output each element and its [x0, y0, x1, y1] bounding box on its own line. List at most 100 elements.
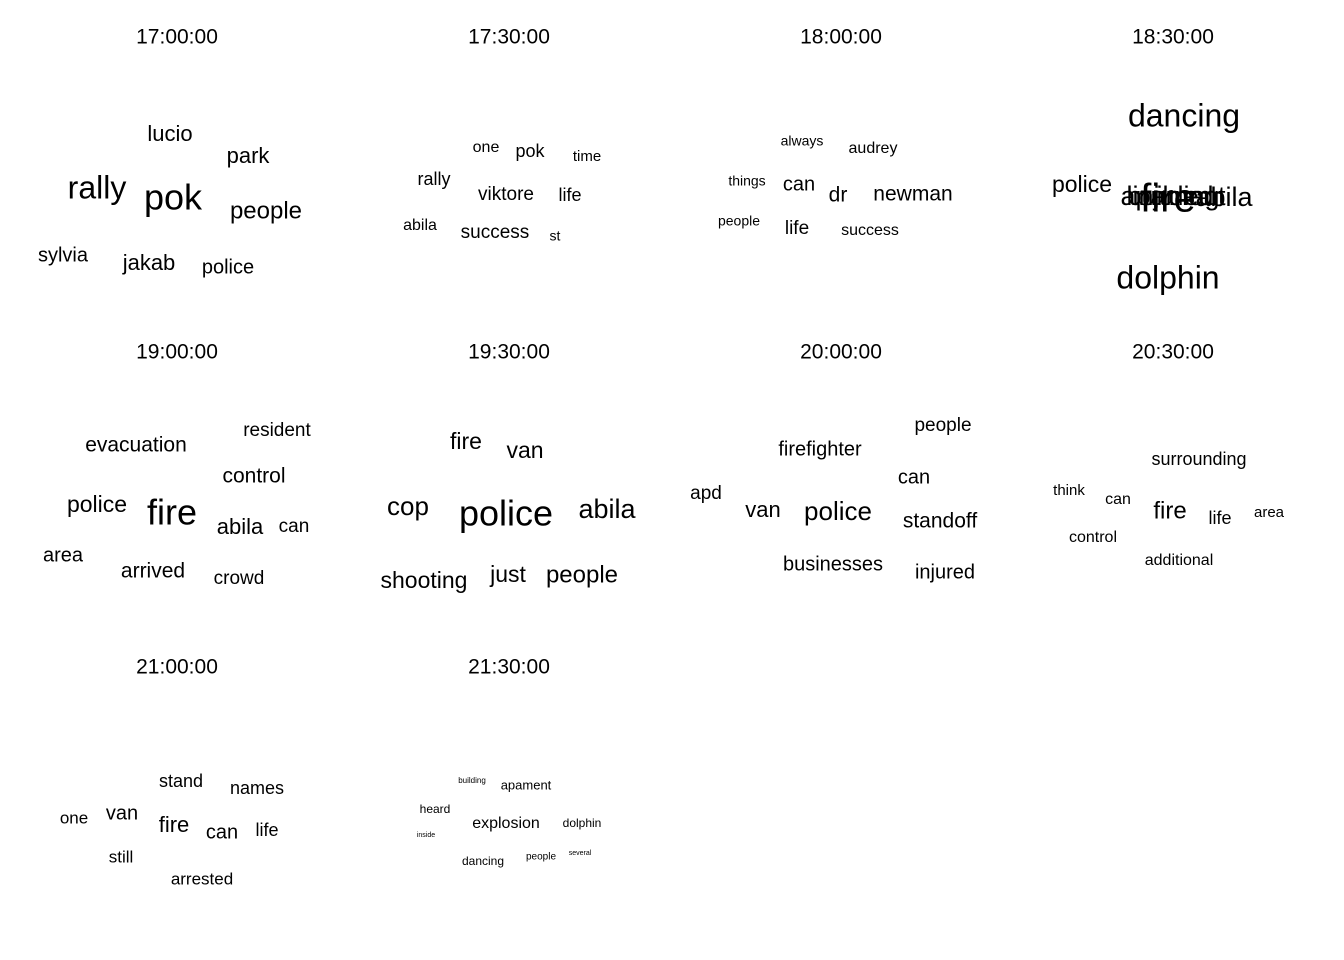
word-apament: apament [501, 777, 552, 792]
word-time: time [573, 148, 601, 165]
word-evacuation: evacuation [85, 434, 187, 457]
word-audrey: audrey [849, 140, 898, 157]
word-police: police [67, 491, 127, 517]
word-resident: resident [243, 420, 311, 441]
word-control: control [1069, 529, 1117, 546]
panel-title: 18:00:00 [800, 26, 882, 49]
word-one: one [60, 808, 88, 827]
word-additional: additional [1145, 552, 1214, 569]
word-things: things [728, 173, 765, 189]
word-viktore: viktore [478, 184, 534, 205]
word-dolphin: dolphin [563, 816, 602, 830]
word-crowd: crowd [214, 568, 265, 589]
word-several: several [569, 850, 592, 857]
word-can: can [1105, 491, 1131, 508]
word-abila: abila [1195, 182, 1253, 212]
word-sylvia: sylvia [38, 244, 89, 266]
word-dancing: dancing [462, 854, 504, 868]
panel-title: 20:00:00 [800, 341, 882, 364]
panel-title: 17:30:00 [468, 26, 550, 49]
word-names: names [230, 778, 284, 798]
word-fire: fire [1140, 177, 1196, 221]
word-jakab: jakab [122, 250, 176, 275]
word-building: building [458, 776, 486, 785]
word-standoff: standoff [903, 510, 978, 533]
word-life: life [1208, 508, 1231, 528]
word-rally: rally [68, 169, 127, 205]
panel-title: 17:00:00 [136, 26, 218, 49]
word-van: van [745, 497, 780, 522]
word-heard: heard [420, 802, 451, 816]
word-people: people [718, 213, 760, 229]
word-pok: pok [144, 177, 203, 218]
word-dancing: dancing [1128, 97, 1240, 133]
word-can: can [206, 821, 238, 843]
word-dolphin: dolphin [1116, 259, 1219, 295]
word-apd: apd [690, 483, 722, 504]
word-van: van [506, 437, 543, 463]
word-area: area [1254, 504, 1285, 521]
word-arrested: arrested [171, 869, 233, 888]
word-cop: cop [387, 491, 429, 521]
word-people: people [546, 561, 618, 588]
word-control: control [222, 465, 285, 488]
word-explosion: explosion [472, 815, 540, 832]
panel-title: 20:30:00 [1132, 341, 1214, 364]
word-can: can [783, 173, 815, 195]
word-fire: fire [147, 492, 197, 533]
word-life: life [785, 218, 809, 239]
word-surrounding: surrounding [1151, 449, 1246, 469]
word-people: people [914, 415, 971, 436]
word-always: always [781, 133, 824, 149]
panel-20-30-00: 20:30:00 surrounding think can fire life area c… [1053, 341, 1285, 570]
word-can: can [279, 516, 310, 537]
word-still: still [109, 847, 134, 866]
panel-title: 18:30:00 [1132, 26, 1214, 49]
word-police: police [459, 493, 553, 534]
word-building: building [1126, 181, 1219, 211]
word-firefighter: firefighter [778, 438, 862, 460]
word-abila: abila [217, 514, 264, 539]
word-life: life [255, 820, 278, 840]
word-shooting: shooting [381, 567, 468, 593]
word-people: people [526, 852, 556, 863]
panel-title: 21:30:00 [468, 656, 550, 679]
word-fire: fire [159, 812, 190, 837]
word-success: success [841, 222, 899, 239]
word-abila: abila [403, 217, 437, 234]
word-inside: inside [417, 832, 435, 839]
panel-18-30-00: 18:30:00 dancing police abilaapamentbuildin… [1052, 26, 1254, 296]
word-police: police [202, 256, 254, 278]
word-fire: fire [1153, 497, 1186, 524]
word-apament: apament [1120, 181, 1226, 211]
word-police: police [804, 496, 872, 526]
panel-title: 19:00:00 [136, 341, 218, 364]
word-rally: rally [417, 169, 450, 189]
word-success: success [461, 222, 530, 243]
word-area: area [43, 544, 84, 566]
word-injured: injured [1132, 181, 1213, 211]
word-lucio: lucio [147, 121, 192, 146]
word-st: st [550, 228, 561, 244]
word-businesses: businesses [783, 553, 883, 575]
word-fire: fire [450, 428, 482, 454]
word-newman: newman [873, 183, 952, 206]
word-abila: abila [578, 494, 636, 524]
word-injured: injured [915, 561, 975, 583]
word-van: van [106, 802, 138, 824]
word-think: think [1053, 482, 1085, 499]
word-police: police [1052, 171, 1112, 197]
word-arrived: arrived [121, 560, 185, 583]
word-park: park [227, 143, 271, 168]
panel-title: 19:30:00 [468, 341, 550, 364]
word-just: just [489, 561, 526, 587]
panel-21-30-00: 21:30:00 building apament heard explosion dol… [417, 656, 602, 869]
